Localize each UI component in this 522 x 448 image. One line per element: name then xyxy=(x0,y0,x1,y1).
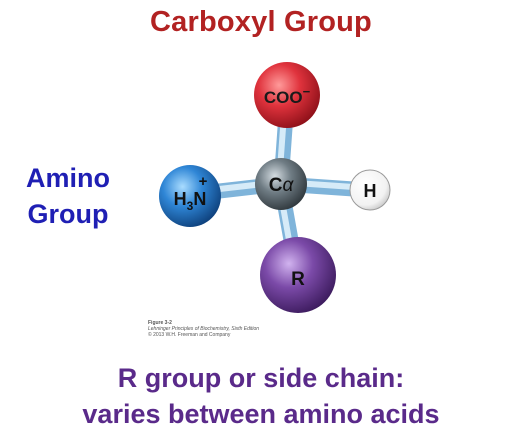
carboxyl-atom xyxy=(254,62,320,128)
carboxyl-text: COO− xyxy=(264,84,311,107)
figure-caption-title: Figure 3-2 xyxy=(148,320,172,326)
alpha-carbon-text: Cα xyxy=(269,175,295,196)
r-group-text: R xyxy=(291,269,305,290)
r-group-description: R group or side chain: varies between am… xyxy=(0,360,522,432)
figure-caption-source: Lehninger Principles of Biochemistry, Si… xyxy=(148,326,260,332)
alpha-carbon-atom xyxy=(255,158,307,210)
figure-caption: Figure 3-2 Lehninger Principles of Bioch… xyxy=(148,320,259,338)
r-group-atom xyxy=(260,237,336,313)
carboxyl-group-title: Carboxyl Group xyxy=(150,6,372,38)
carboxyl-charge: − xyxy=(303,84,311,99)
r-group-description-line2: varies between amino acids xyxy=(82,399,440,429)
amino-label-line2: Group xyxy=(27,199,109,229)
amino-label-line1: Amino xyxy=(26,163,110,193)
amino-group-label: Amino Group xyxy=(8,160,128,232)
hydrogen-text: H xyxy=(364,181,377,201)
r-group-description-line1: R group or side chain: xyxy=(117,363,405,393)
amino-atom xyxy=(159,165,221,227)
hydrogen-atom xyxy=(349,169,391,211)
amino-text: H3N xyxy=(174,189,207,213)
amino-charge: + xyxy=(199,173,208,190)
figure-caption-copyright: © 2013 W.H. Freeman and Company xyxy=(148,332,231,338)
